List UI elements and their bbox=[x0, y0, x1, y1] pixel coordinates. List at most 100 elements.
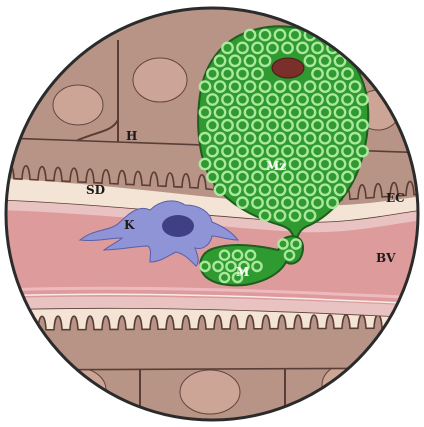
merozoite bbox=[207, 120, 217, 130]
merozoite bbox=[260, 107, 270, 117]
merozoite bbox=[215, 107, 225, 117]
endothelial-cell-label: EC bbox=[386, 191, 405, 205]
merozoite bbox=[312, 120, 322, 130]
merozoite bbox=[320, 56, 330, 66]
merozoite bbox=[252, 120, 262, 130]
merozoite bbox=[237, 146, 247, 156]
kupffer-cell-nucleus bbox=[162, 215, 194, 237]
merozoite bbox=[342, 94, 352, 104]
merozoite bbox=[297, 43, 307, 53]
merozoite bbox=[312, 198, 322, 208]
merozoite bbox=[215, 185, 225, 195]
merozoite bbox=[335, 133, 345, 143]
merozoite bbox=[245, 185, 255, 195]
merozoite bbox=[230, 81, 240, 91]
merozoite bbox=[267, 94, 277, 104]
merozoite bbox=[282, 120, 292, 130]
hepatocyte-nucleus bbox=[133, 58, 187, 102]
merozoite bbox=[282, 94, 292, 104]
merozoite bbox=[327, 172, 337, 182]
merozoite bbox=[226, 262, 235, 271]
merozoite bbox=[320, 185, 330, 195]
merozoite bbox=[260, 30, 270, 40]
merozoite bbox=[245, 56, 255, 66]
merozoite bbox=[327, 146, 337, 156]
merozoite bbox=[312, 172, 322, 182]
merozoite bbox=[320, 133, 330, 143]
merozoite bbox=[252, 69, 262, 79]
merozoite bbox=[230, 159, 240, 169]
merozoite bbox=[297, 146, 307, 156]
merozoite bbox=[222, 69, 232, 79]
merozoite bbox=[260, 81, 270, 91]
hepatocyte-nucleus bbox=[53, 85, 103, 125]
merozoite bbox=[357, 120, 367, 130]
merozoite bbox=[237, 43, 247, 53]
merozoite bbox=[342, 172, 352, 182]
merozoite bbox=[245, 30, 255, 40]
merozoite bbox=[305, 107, 315, 117]
host-cell-nucleus bbox=[272, 58, 304, 78]
merozoite bbox=[267, 43, 277, 53]
merozoite bbox=[267, 198, 277, 208]
hepatocyte-nucleus bbox=[322, 363, 378, 407]
merozoite bbox=[230, 56, 240, 66]
merozoite bbox=[327, 120, 337, 130]
merozoite bbox=[275, 30, 285, 40]
merozoite bbox=[335, 159, 345, 169]
merozoite bbox=[237, 94, 247, 104]
merozoite bbox=[207, 146, 217, 156]
merozoite bbox=[215, 56, 225, 66]
merozoite bbox=[285, 251, 294, 260]
merozoite bbox=[200, 159, 210, 169]
merozoite bbox=[282, 172, 292, 182]
merozoite bbox=[350, 107, 360, 117]
merozoite-label: M bbox=[236, 265, 249, 279]
merozoite bbox=[215, 81, 225, 91]
merozoite bbox=[305, 210, 315, 220]
merozoite bbox=[245, 107, 255, 117]
merozoite bbox=[305, 81, 315, 91]
merozoite bbox=[220, 273, 229, 282]
merozoite bbox=[278, 239, 287, 248]
merozoite bbox=[327, 198, 337, 208]
merozoite bbox=[200, 107, 210, 117]
merozoite bbox=[252, 262, 261, 271]
merozoite bbox=[290, 30, 300, 40]
merozoite bbox=[275, 185, 285, 195]
merozoite bbox=[252, 146, 262, 156]
merozoite bbox=[260, 133, 270, 143]
merozoite bbox=[305, 185, 315, 195]
merozoite bbox=[290, 81, 300, 91]
merozoite bbox=[312, 146, 322, 156]
merozoite bbox=[207, 69, 217, 79]
merozoite bbox=[200, 81, 210, 91]
merozoite bbox=[222, 43, 232, 53]
merozoite bbox=[230, 133, 240, 143]
hepatocyte-nucleus bbox=[180, 370, 240, 414]
merozoite bbox=[297, 120, 307, 130]
merozoite bbox=[275, 210, 285, 220]
merozoite bbox=[342, 120, 352, 130]
merozoite bbox=[215, 159, 225, 169]
merozoite bbox=[245, 133, 255, 143]
merozoite bbox=[237, 69, 247, 79]
merozoite bbox=[282, 198, 292, 208]
merozoite bbox=[342, 146, 352, 156]
merozoite bbox=[290, 159, 300, 169]
blood-vessel-label: BV bbox=[376, 251, 396, 265]
merozoite bbox=[267, 146, 277, 156]
merozoite bbox=[246, 251, 255, 260]
merozoite bbox=[305, 133, 315, 143]
merozoite bbox=[297, 94, 307, 104]
merozoite bbox=[290, 210, 300, 220]
merozoite bbox=[327, 94, 337, 104]
merozoite bbox=[222, 172, 232, 182]
merozoite bbox=[267, 120, 277, 130]
merozoite bbox=[297, 172, 307, 182]
merozoite bbox=[220, 251, 229, 260]
merozoite bbox=[252, 198, 262, 208]
merozoite bbox=[215, 133, 225, 143]
